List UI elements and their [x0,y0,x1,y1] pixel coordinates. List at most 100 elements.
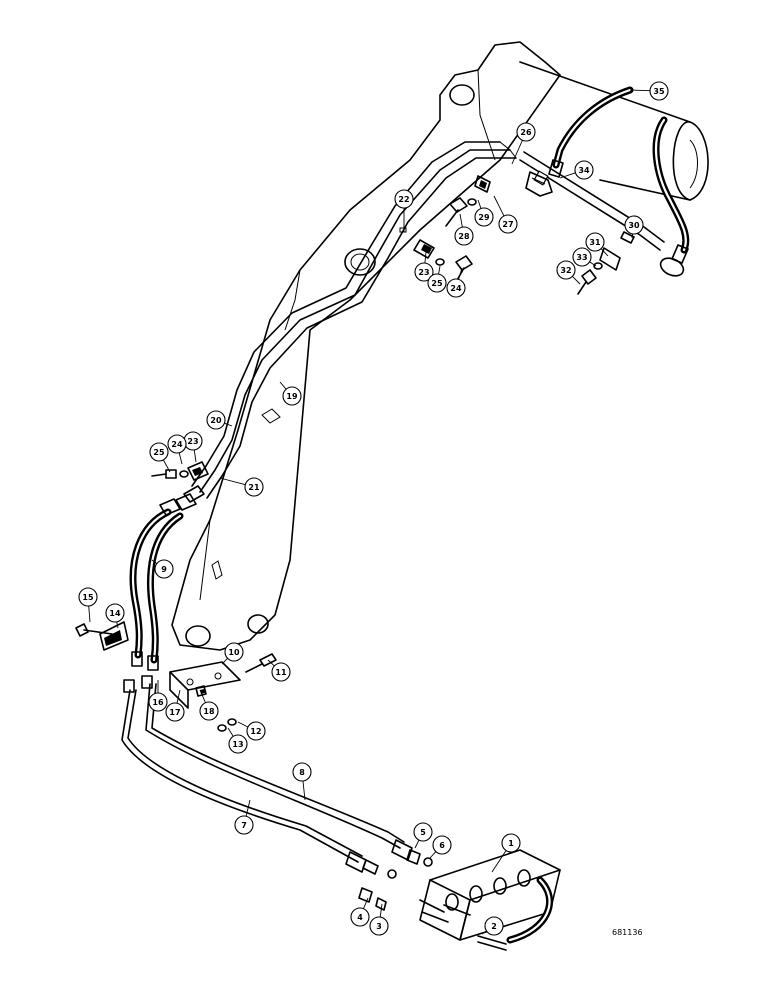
callout-number: 26 [520,128,532,137]
callout-leader-line [631,233,634,239]
callout-number: 22 [398,195,409,204]
callout-leader-line [589,261,597,267]
callout-number: 3 [376,922,382,931]
callout-leader-line [302,780,306,801]
callout-leader-line [245,799,251,817]
callout-number: 32 [560,266,571,275]
hoses-9 [129,485,205,671]
callout-number: 25 [153,448,165,457]
callout-leader-line [481,930,487,935]
callout-6: 6 [429,835,452,859]
callout-leader-line [267,659,275,667]
callout-18: 18 [199,689,219,721]
callout-number: 18 [203,707,215,716]
callout-bubble [556,260,576,280]
callout-number: 17 [169,708,180,717]
callout-12: 12 [237,721,266,741]
callout-bubble [271,662,291,682]
callout-number: 24 [450,284,462,293]
callout-number: 14 [109,609,121,618]
callout-leader-line [600,248,609,257]
callout-number: 23 [187,437,198,446]
callout-leader-line [629,89,651,92]
callout-number: 6 [439,841,445,850]
bracket-10 [169,653,277,732]
callout-23: 23 [183,431,203,463]
callout-35: 35 [629,81,669,101]
callout-34: 34 [559,160,594,180]
callout-19: 19 [279,381,302,406]
callout-bubble [501,833,521,853]
callout-33: 33 [572,247,597,267]
callout-leader-line [559,172,576,179]
callout-number: 23 [418,268,429,277]
callout-number: 35 [653,87,665,96]
callout-leader-line [458,267,463,280]
callout-leader-line [237,721,249,728]
callout-bubble [149,442,169,462]
callout-number: 27 [502,220,513,229]
callout-24: 24 [167,434,187,465]
callout-bubble [474,207,494,227]
callout-bubble [432,835,452,855]
callout-leader-line [459,213,463,228]
callout-bubble [154,559,174,579]
callout-bubble [105,603,125,623]
clip-14-bolt-15 [75,621,129,651]
callout-bubble [484,916,504,936]
callout-bubble [167,434,187,454]
callout-leader-line [379,903,383,918]
callout-number: 16 [152,698,164,707]
callout-bubble [148,692,168,712]
callout-leader-line [178,452,183,465]
callout-bubble [78,587,98,607]
cylinder-body [519,61,709,201]
callout-11: 11 [267,659,291,682]
callout-bubble [574,160,594,180]
callout-bubble [649,81,669,101]
callout-23: 23 [414,251,434,282]
callout-17: 17 [165,689,185,722]
callout-bubble [446,278,466,298]
callout-leader-line [151,559,158,564]
control-valve-1 [419,849,561,951]
callout-29: 29 [474,199,494,227]
callout-number: 10 [228,648,240,657]
callout-number: 12 [250,727,261,736]
clamp-parts-right [577,231,635,295]
callout-leader-line [176,689,181,704]
callout-number: 25 [431,279,443,288]
callout-bubble [228,734,248,754]
callout-leader-line [219,477,246,486]
callout-leader-line [363,897,369,909]
callout-28: 28 [454,213,474,246]
callout-leader-line [511,140,523,165]
callout-25: 25 [149,442,171,473]
callout-bubble [369,916,389,936]
callout-1: 1 [491,833,521,873]
callout-22: 22 [394,189,414,232]
callout-number: 30 [628,221,640,230]
callout-8: 8 [292,762,312,801]
callout-number: 20 [210,416,222,425]
callout-number: 11 [275,668,287,677]
callout-leader-line [279,381,287,390]
callout-24: 24 [446,267,466,298]
callout-bubble [413,822,433,842]
elbow-fitting-34 [525,171,553,197]
callout-leader-line [193,449,197,463]
callout-21: 21 [219,477,264,497]
callout-leader-line [429,851,437,859]
clamp-parts-lower-left [151,461,209,481]
callout-number: 8 [299,768,305,777]
fittings-small [358,849,433,911]
callout-31: 31 [585,232,609,257]
drawing-number: 681136 [612,928,643,937]
clamp-parts-mid [399,227,473,283]
callout-number: 9 [161,565,167,574]
callout-16: 16 [148,680,168,712]
callout-bubble [292,762,312,782]
callout-bubble [282,386,302,406]
